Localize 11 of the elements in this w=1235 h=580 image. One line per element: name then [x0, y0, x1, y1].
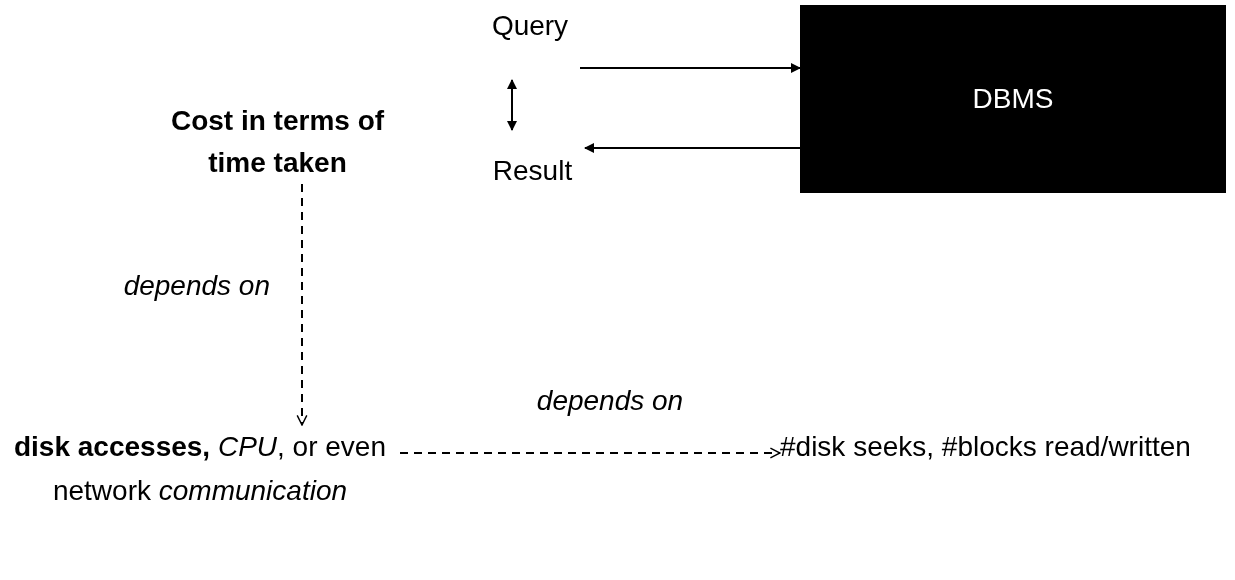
process-box: DBMS: [800, 5, 1226, 193]
arrow: [507, 79, 517, 131]
factor-text: disk accesses, CPU, or even network communication: [0, 425, 400, 570]
query-label: Query: [480, 5, 580, 80]
heading-text: Cost in terms of time taken: [170, 100, 385, 184]
arrow: [579, 63, 801, 73]
arrow: [296, 183, 308, 426]
result-label: Result: [480, 130, 585, 192]
arrow: [584, 143, 801, 153]
metric-text: #disk seeks, #blocks read/written: [780, 425, 1220, 525]
arrow: [399, 447, 781, 459]
